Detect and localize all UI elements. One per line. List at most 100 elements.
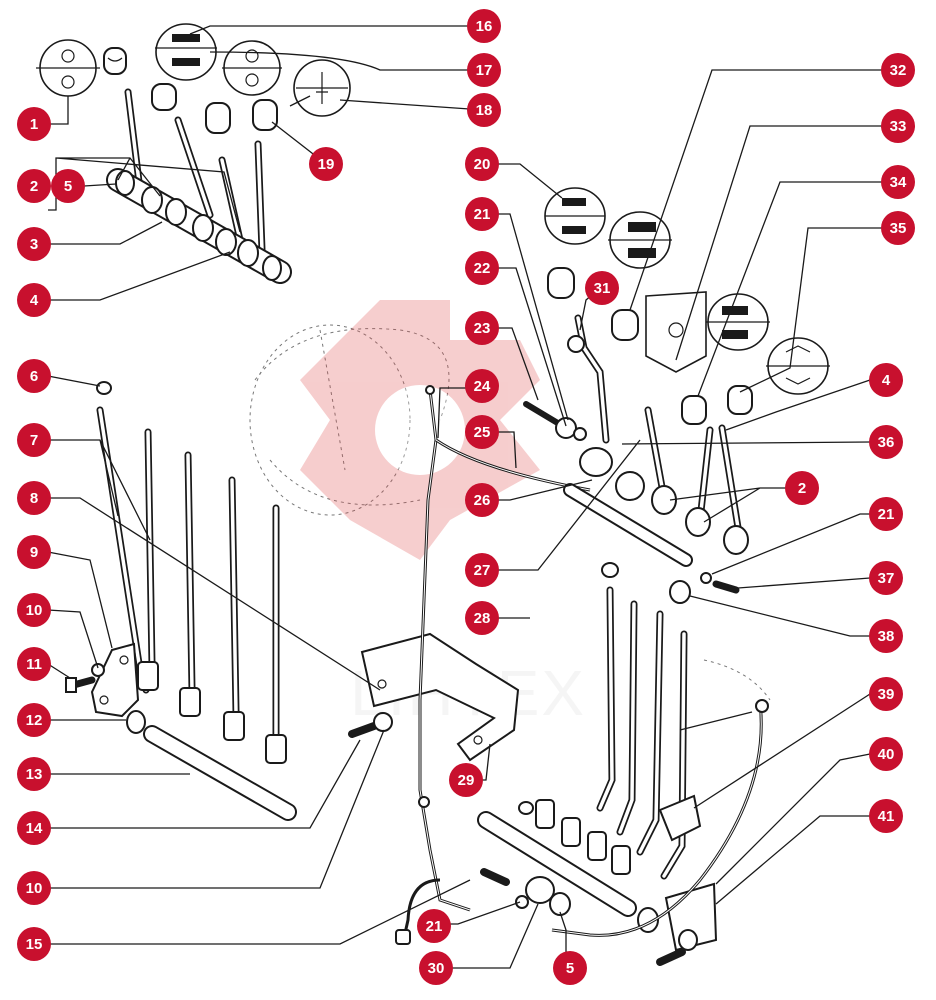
- knob-icon: [681, 395, 707, 425]
- decal-32-icon: [608, 211, 672, 269]
- decal-16-icon: [155, 23, 217, 81]
- svg-text:34: 34: [890, 174, 907, 191]
- svg-text:31: 31: [594, 280, 611, 297]
- svg-text:19: 19: [318, 156, 335, 173]
- svg-text:10: 10: [26, 880, 43, 897]
- callout-13: 13: [17, 757, 51, 791]
- svg-text:30: 30: [428, 960, 445, 977]
- callout-8: 8: [17, 481, 51, 515]
- svg-text:2: 2: [798, 480, 806, 497]
- lever-group-right: [523, 187, 830, 604]
- svg-text:5: 5: [566, 960, 574, 977]
- svg-text:17: 17: [476, 62, 493, 79]
- callout-22: 22: [465, 251, 499, 285]
- callout-badges: 1 2 3 4 5 6 7 8 9 10 11 12 13 14 10 15 1…: [17, 9, 915, 985]
- callout-12: 12: [17, 703, 51, 737]
- callout-4: 4: [17, 283, 51, 317]
- svg-text:27: 27: [474, 562, 491, 579]
- callout-35: 35: [881, 211, 915, 245]
- lever-group-left: [65, 381, 393, 821]
- svg-text:37: 37: [878, 570, 895, 587]
- callout-41: 41: [869, 799, 903, 833]
- callout-14: 14: [17, 811, 51, 845]
- callout-38: 38: [869, 619, 903, 653]
- bracket-icon: [90, 642, 140, 718]
- svg-text:35: 35: [890, 220, 907, 237]
- svg-text:12: 12: [26, 712, 43, 729]
- decal-35-icon: [766, 337, 830, 395]
- svg-text:39: 39: [878, 686, 895, 703]
- knob-icon: [151, 83, 177, 111]
- svg-text:2: 2: [30, 178, 38, 195]
- lever-group-bottom-right: [477, 586, 771, 966]
- callout-11: 11: [17, 647, 51, 681]
- svg-text:15: 15: [26, 936, 43, 953]
- svg-text:4: 4: [30, 292, 39, 309]
- callout-2: 2: [785, 471, 819, 505]
- svg-text:29: 29: [458, 772, 475, 789]
- svg-text:41: 41: [878, 808, 895, 825]
- callout-36: 36: [869, 425, 903, 459]
- svg-text:32: 32: [890, 62, 907, 79]
- svg-text:36: 36: [878, 434, 895, 451]
- callout-15: 15: [17, 927, 51, 961]
- bracket-29-icon: [360, 632, 520, 762]
- callout-7: 7: [17, 423, 51, 457]
- knob-icon: [727, 385, 753, 415]
- svg-text:3: 3: [30, 236, 38, 253]
- callout-20: 20: [465, 147, 499, 181]
- svg-text:11: 11: [26, 656, 42, 673]
- callout-32: 32: [881, 53, 915, 87]
- svg-text:25: 25: [474, 424, 491, 441]
- callout-4: 4: [869, 363, 903, 397]
- callout-18: 18: [467, 93, 501, 127]
- lever-shaft: [106, 168, 292, 284]
- svg-text:22: 22: [474, 260, 491, 277]
- callout-37: 37: [869, 561, 903, 595]
- svg-text:10: 10: [26, 602, 43, 619]
- svg-text:40: 40: [878, 746, 895, 763]
- callout-10: 10: [17, 871, 51, 905]
- callout-1: 1: [17, 107, 51, 141]
- callout-29: 29: [449, 763, 483, 797]
- callout-5: 5: [51, 169, 85, 203]
- decal-17-icon: [222, 40, 282, 96]
- knob-icon: [205, 102, 231, 134]
- svg-text:4: 4: [882, 372, 891, 389]
- callout-10: 10: [17, 593, 51, 627]
- callout-23: 23: [465, 311, 499, 345]
- svg-text:7: 7: [30, 432, 38, 449]
- svg-text:8: 8: [30, 490, 38, 507]
- knob-icon: [547, 267, 575, 299]
- callout-31: 31: [585, 271, 619, 305]
- callout-3: 3: [17, 227, 51, 261]
- svg-text:21: 21: [878, 506, 895, 523]
- knob-icon: [611, 309, 639, 341]
- callout-5: 5: [553, 951, 587, 985]
- decal-1-icon: [36, 39, 100, 97]
- callout-17: 17: [467, 53, 501, 87]
- callout-34: 34: [881, 165, 915, 199]
- svg-text:20: 20: [474, 156, 491, 173]
- decal-20-icon: [544, 187, 606, 245]
- svg-text:33: 33: [890, 118, 907, 135]
- callout-21: 21: [417, 909, 451, 943]
- svg-text:26: 26: [474, 492, 491, 509]
- nut-icon: [96, 381, 112, 395]
- callout-24: 24: [465, 369, 499, 403]
- svg-text:24: 24: [474, 378, 491, 395]
- callout-16: 16: [467, 9, 501, 43]
- svg-text:6: 6: [30, 368, 38, 385]
- callout-19: 19: [309, 147, 343, 181]
- callout-39: 39: [869, 677, 903, 711]
- svg-text:28: 28: [474, 610, 491, 627]
- svg-text:5: 5: [64, 178, 72, 195]
- svg-text:21: 21: [426, 918, 443, 935]
- svg-text:18: 18: [476, 102, 493, 119]
- knob-icon: [252, 99, 278, 131]
- decal-18-icon: [293, 59, 351, 117]
- callout-30: 30: [419, 951, 453, 985]
- callout-26: 26: [465, 483, 499, 517]
- svg-text:21: 21: [474, 206, 491, 223]
